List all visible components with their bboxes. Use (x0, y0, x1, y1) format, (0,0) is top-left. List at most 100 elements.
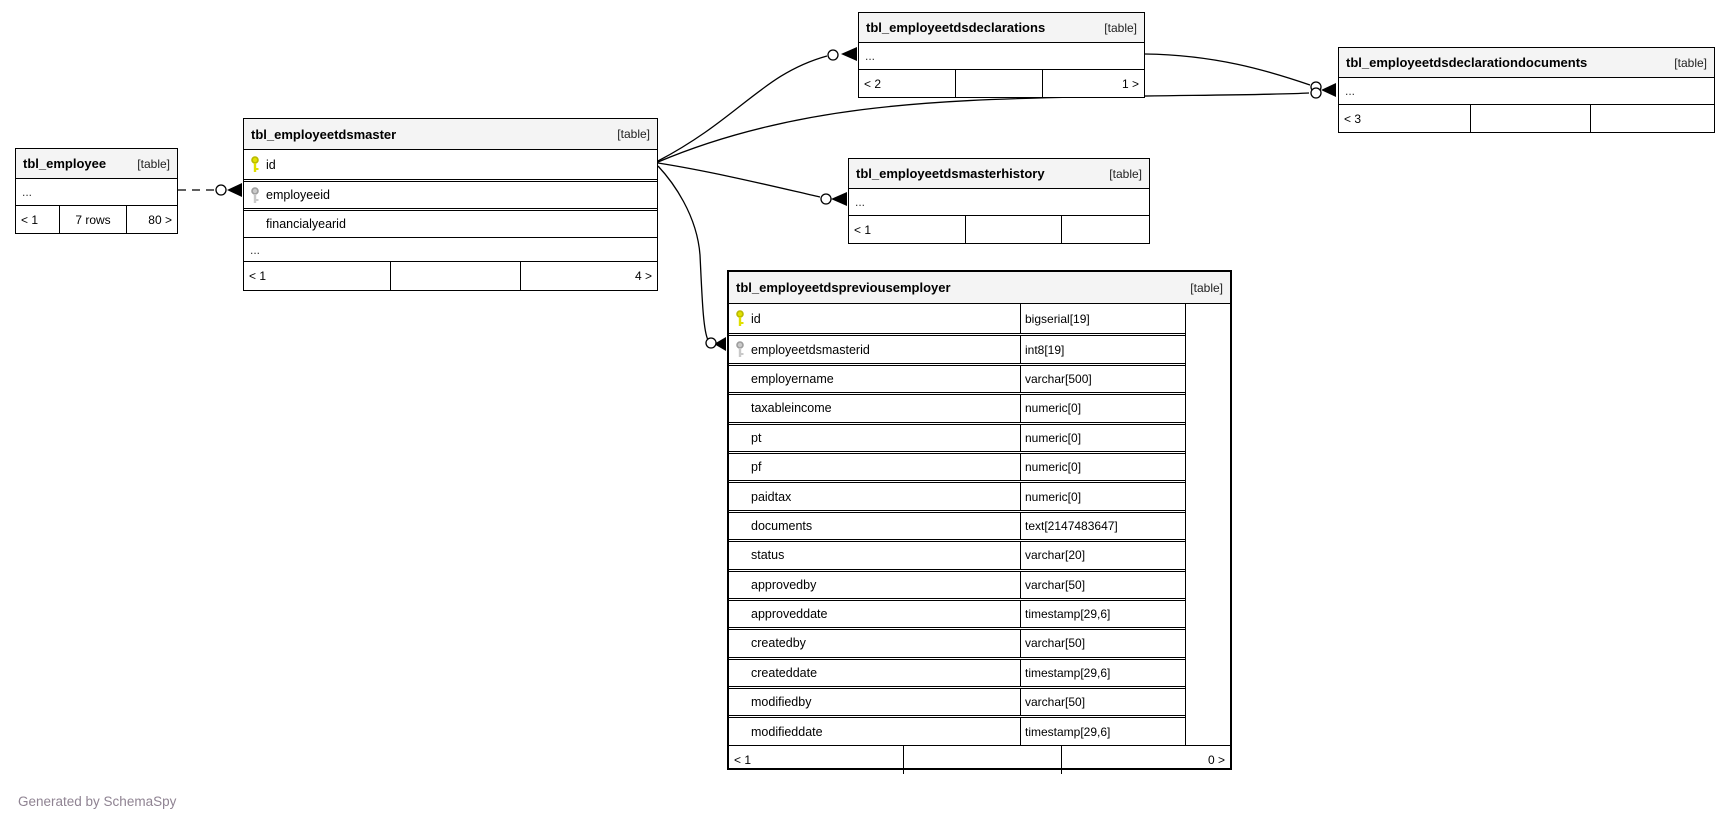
table-tag: [table] (137, 156, 170, 171)
table-header[interactable]: tbl_employeetdspreviousemployer [table] (729, 272, 1230, 304)
related-count-left: < 1 (729, 745, 904, 774)
column-type: varchar[500] (1025, 371, 1092, 386)
relationship-edge-declarations-documents (1144, 53, 1322, 93)
table-header[interactable]: tbl_employeetdsdeclarations [table] (859, 13, 1144, 43)
table-node-tbl-employeetdsmasterhistory[interactable]: tbl_employeetdsmasterhistory [table] ...… (848, 158, 1150, 244)
column-type: numeric[0] (1025, 430, 1082, 445)
zero-or-one-circle-icon (1310, 87, 1322, 99)
related-count-left: < 1 (849, 216, 966, 243)
key-icon (244, 156, 266, 173)
key-icon (244, 186, 266, 204)
column-row[interactable]: approveddate timestamp[29,6] (729, 597, 1185, 628)
table-node-tbl-employee[interactable]: tbl_employee [table] ... < 1 7 rows 80 > (15, 148, 178, 234)
column-row[interactable]: id bigserial[19] (729, 304, 1185, 334)
column-type: varchar[50] (1025, 577, 1086, 592)
column-type: timestamp[29,6] (1025, 607, 1111, 622)
column-name: modifiedby (751, 695, 812, 710)
footer-middle (966, 216, 1062, 243)
table-header[interactable]: tbl_employeetdsdeclarationdocuments [tab… (1339, 48, 1714, 78)
column-type: numeric[0] (1025, 401, 1082, 416)
related-count-right: 0 > (1207, 752, 1225, 767)
table-node-tbl-employeetdsdeclarationdocuments[interactable]: tbl_employeetdsdeclarationdocuments [tab… (1338, 47, 1715, 133)
table-footer: < 1 4 > (244, 261, 657, 290)
related-count-left: < 1 (244, 262, 391, 290)
related-count-right: 1 > (1121, 76, 1139, 91)
crowfoot-icon (1321, 83, 1336, 97)
column-row[interactable]: financialyearid (244, 208, 657, 237)
column-type: int8[19] (1025, 342, 1065, 357)
table-name: tbl_employeetdsmaster (251, 126, 397, 142)
related-count-left: < 3 (1339, 105, 1471, 132)
footer-middle (1471, 105, 1591, 132)
column-row[interactable]: status varchar[20] (729, 539, 1185, 569)
related-count-left: < 2 (859, 70, 956, 97)
relationship-edge-master-history (657, 162, 847, 206)
column-type: varchar[50] (1025, 636, 1086, 651)
row-count: 7 rows (60, 206, 127, 233)
relationship-edge-employee-master (178, 183, 242, 197)
column-row[interactable]: approvedby varchar[50] (729, 568, 1185, 598)
generated-by-note: Generated by SchemaSpy (18, 794, 177, 809)
column-row[interactable]: modifiedby varchar[50] (729, 686, 1185, 716)
column-name: financialyearid (266, 217, 346, 231)
column-row[interactable]: createdby varchar[50] (729, 627, 1185, 657)
zero-or-one-circle-icon (215, 184, 227, 196)
column-name: pt (751, 430, 762, 445)
column-name: modifieddate (751, 724, 823, 739)
collapsed-columns-row: ... (1345, 84, 1356, 98)
column-row[interactable]: employername varchar[500] (729, 362, 1185, 393)
crowfoot-icon (831, 192, 847, 206)
column-row[interactable]: id (244, 150, 657, 179)
column-row[interactable]: employeeid (244, 179, 657, 208)
table-node-tbl-employeetdspreviousemployer[interactable]: tbl_employeetdspreviousemployer [table] … (727, 270, 1232, 774)
column-name: employername (751, 371, 834, 386)
table-header[interactable]: tbl_employee [table] (16, 149, 177, 179)
table-node-tbl-employeetdsdeclarations[interactable]: tbl_employeetdsdeclarations [table] ... … (858, 12, 1145, 98)
table-tag: [table] (1104, 20, 1137, 35)
column-row[interactable]: employeetdsmasterid int8[19] (729, 333, 1185, 363)
column-row[interactable]: paidtax numeric[0] (729, 480, 1185, 510)
table-node-tbl-employeetdsmaster[interactable]: tbl_employeetdsmaster [table] id employe… (243, 118, 658, 291)
crowfoot-icon (841, 47, 857, 61)
table-name: tbl_employeetdspreviousemployer (736, 280, 951, 295)
related-count-right (1062, 216, 1149, 243)
table-footer: < 2 1 > (859, 69, 1144, 97)
column-row[interactable]: pf numeric[0] (729, 450, 1185, 481)
column-name: employeeid (266, 188, 330, 202)
footer-middle (391, 262, 521, 290)
column-row[interactable]: documents text[2147483647] (729, 509, 1185, 540)
collapsed-columns-row: ... (855, 195, 866, 209)
column-row[interactable]: pt numeric[0] (729, 421, 1185, 451)
column-name: id (266, 157, 276, 172)
column-name: employeetdsmasterid (751, 342, 870, 357)
related-count-right (1591, 105, 1714, 132)
zero-or-one-circle-icon (705, 337, 717, 349)
column-type: numeric[0] (1025, 460, 1082, 475)
related-count-right: 4 > (634, 269, 652, 283)
crowfoot-icon (227, 183, 242, 197)
column-name: status (751, 548, 785, 563)
column-name: id (751, 311, 761, 326)
empty-strip (1185, 304, 1230, 745)
column-type: text[2147483647] (1025, 518, 1118, 533)
column-name: pf (751, 460, 762, 475)
column-type: varchar[20] (1025, 548, 1086, 563)
table-footer: < 1 (849, 215, 1149, 243)
table-header[interactable]: tbl_employeetdsmaster [table] (244, 119, 657, 150)
zero-or-one-circle-icon (1310, 81, 1322, 93)
table-header[interactable]: tbl_employeetdsmasterhistory [table] (849, 159, 1149, 189)
table-body: id bigserial[19] employeetdsmasterid int… (729, 304, 1230, 745)
table-name: tbl_employeetdsdeclarationdocuments (1346, 55, 1588, 70)
column-row[interactable]: taxableincome numeric[0] (729, 392, 1185, 422)
column-name: paidtax (751, 489, 792, 504)
related-count-right: 80 > (148, 212, 172, 227)
collapsed-columns-row: ... (865, 49, 876, 63)
column-row[interactable]: modifieddate timestamp[29,6] (729, 715, 1185, 745)
column-row[interactable]: createddate timestamp[29,6] (729, 656, 1185, 687)
zero-or-one-circle-icon (820, 193, 832, 205)
table-tag: [table] (1190, 280, 1223, 295)
table-footer: < 1 0 > (729, 744, 1230, 774)
table-name: tbl_employeetdsmasterhistory (856, 166, 1045, 181)
table-tag: [table] (1674, 55, 1707, 70)
table-footer: < 3 (1339, 104, 1714, 132)
